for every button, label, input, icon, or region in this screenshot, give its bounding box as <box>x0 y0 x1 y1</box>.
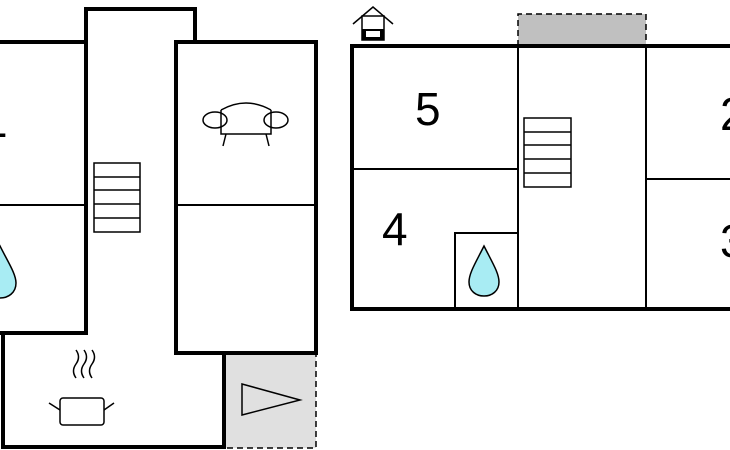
water-drop-icon <box>468 244 500 297</box>
bathroom-wall <box>454 232 518 309</box>
room-label-5: 5 <box>415 83 441 135</box>
balcony <box>518 14 646 46</box>
cooking-pot-icon <box>48 349 115 426</box>
right-block-wall <box>174 40 318 355</box>
water-drop-icon <box>0 244 17 299</box>
room-label-2: 2 <box>720 88 730 140</box>
sofa-icon <box>202 102 289 147</box>
stairs-icon <box>93 162 141 233</box>
stairs-icon <box>523 117 572 188</box>
left-room-wall <box>0 42 88 335</box>
terrace <box>224 353 316 448</box>
outer-wall <box>350 44 730 311</box>
kitchen-wall <box>1 333 226 449</box>
room-label-4: 4 <box>382 203 408 255</box>
house-icon <box>352 6 394 41</box>
room-label-3: 3 <box>720 215 730 267</box>
room-label-1: 1 <box>0 95 8 147</box>
ground-floor: 1 <box>0 7 318 449</box>
first-floor: 5 4 2 3 <box>350 6 730 311</box>
terrace-arrow-icon <box>241 383 303 416</box>
top-wall <box>0 7 197 44</box>
balcony-outline <box>517 13 647 46</box>
